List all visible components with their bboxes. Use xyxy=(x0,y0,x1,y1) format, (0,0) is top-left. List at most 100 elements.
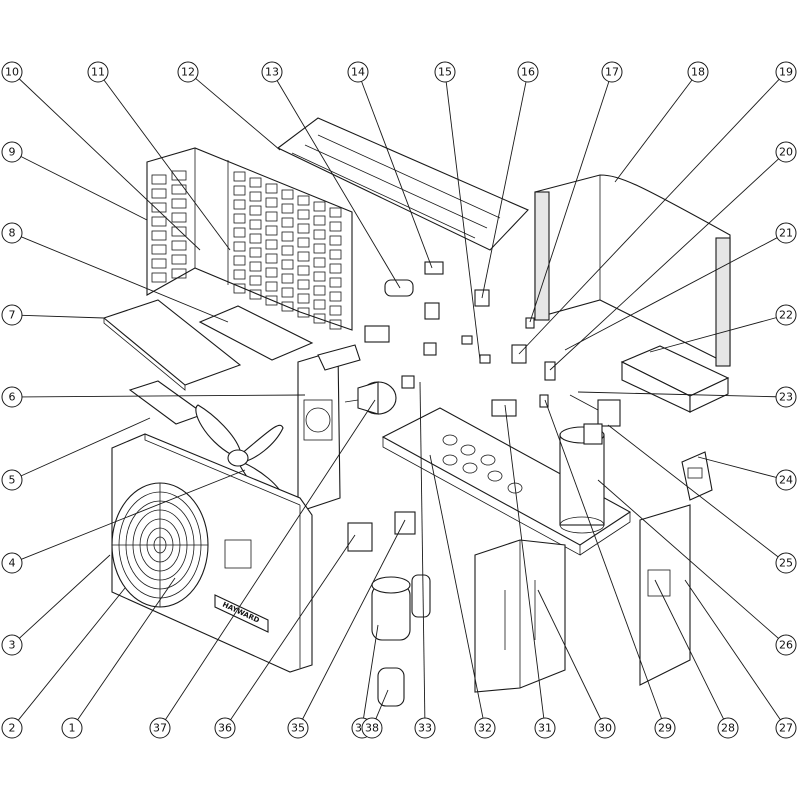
callout-28: 28 xyxy=(717,717,739,739)
callout-circle xyxy=(687,61,709,83)
leader-line-27 xyxy=(684,579,781,720)
callout-16: 16 xyxy=(517,61,539,83)
leader-line-7 xyxy=(21,314,105,319)
callout-22: 22 xyxy=(775,304,797,326)
leader-line-35 xyxy=(302,519,406,720)
callout-number: 25 xyxy=(779,557,793,570)
callout-circle xyxy=(775,386,797,408)
leader-line-30 xyxy=(537,589,602,720)
callout-32: 32 xyxy=(474,717,496,739)
receiver-tank xyxy=(377,667,405,707)
electrical-box xyxy=(620,345,730,413)
callout-15: 15 xyxy=(434,61,456,83)
callout-circle xyxy=(775,304,797,326)
callout-25: 25 xyxy=(775,552,797,574)
callout-circle xyxy=(517,61,539,83)
callout-number: 27 xyxy=(779,722,793,735)
callout-number: 35 xyxy=(291,722,305,735)
callout-circle xyxy=(1,552,23,574)
leader-line-18 xyxy=(614,79,693,183)
callout-circle xyxy=(775,469,797,491)
leader-line-32 xyxy=(429,454,484,719)
fan-motor xyxy=(344,381,397,415)
callout-circle xyxy=(1,386,23,408)
callout-number: 22 xyxy=(779,309,793,322)
callout-13: 13 xyxy=(261,61,283,83)
callout-30: 30 xyxy=(594,717,616,739)
small-components xyxy=(364,261,556,417)
plate-8 xyxy=(198,305,314,361)
leader-line-33 xyxy=(419,381,426,719)
callout-8: 8 xyxy=(1,222,23,244)
callout-circle xyxy=(474,717,496,739)
callout-number: 19 xyxy=(779,66,793,79)
leader-line-25 xyxy=(607,424,779,558)
side-panel-left xyxy=(474,539,566,693)
leader-line-24 xyxy=(697,456,777,478)
callout-circle xyxy=(361,717,383,739)
leader-line-34 xyxy=(363,624,379,719)
leader-line-23 xyxy=(577,391,777,398)
callout-number: 36 xyxy=(218,722,232,735)
callout-number: 5 xyxy=(9,474,16,487)
callout-circle xyxy=(1,61,23,83)
filter-box-36 xyxy=(347,522,373,552)
leader-lines xyxy=(17,78,781,721)
leader-line-31 xyxy=(504,404,545,719)
callout-number: 18 xyxy=(691,66,705,79)
leader-line-16 xyxy=(481,81,527,299)
callout-number: 31 xyxy=(538,722,552,735)
leader-line-26 xyxy=(597,479,779,639)
leader-line-10 xyxy=(18,78,201,251)
callout-38: 38 xyxy=(361,717,383,739)
callout-18: 18 xyxy=(687,61,709,83)
callout-circle xyxy=(1,469,23,491)
callout-3: 3 xyxy=(1,634,23,656)
callout-circle xyxy=(149,717,171,739)
callout-number: 16 xyxy=(521,66,535,79)
callout-number: 26 xyxy=(779,639,793,652)
leader-line-5 xyxy=(20,417,151,477)
callout-circle xyxy=(1,634,23,656)
leader-line-14 xyxy=(361,81,433,269)
callout-number: 21 xyxy=(779,227,793,240)
callout-11: 11 xyxy=(87,61,109,83)
callout-10: 10 xyxy=(1,61,23,83)
callout-26: 26 xyxy=(775,634,797,656)
callout-circle xyxy=(775,61,797,83)
callout-5: 5 xyxy=(1,469,23,491)
callout-19: 19 xyxy=(775,61,797,83)
leader-line-13 xyxy=(276,80,401,289)
callout-number: 3 xyxy=(9,639,16,652)
callout-number: 33 xyxy=(418,722,432,735)
callout-number: 4 xyxy=(9,557,16,570)
callout-number: 15 xyxy=(438,66,452,79)
callout-circle xyxy=(601,61,623,83)
callout-36: 36 xyxy=(214,717,236,739)
leader-line-2 xyxy=(17,587,126,721)
callout-circle xyxy=(414,717,436,739)
callout-number: 30 xyxy=(598,722,612,735)
callout-number: 23 xyxy=(779,391,793,404)
callout-circle xyxy=(717,717,739,739)
leader-line-21 xyxy=(564,237,778,351)
callout-circle xyxy=(775,222,797,244)
callout-circle xyxy=(434,61,456,83)
callout-circle xyxy=(654,717,676,739)
leader-line-11 xyxy=(103,79,231,251)
rear-grille-panel xyxy=(146,147,353,331)
callout-circle xyxy=(347,61,369,83)
callout-number: 20 xyxy=(779,146,793,159)
base-plate-7 xyxy=(102,299,242,391)
callout-number: 24 xyxy=(779,474,793,487)
leader-line-36 xyxy=(230,534,356,720)
callout-number: 1 xyxy=(69,722,76,735)
leader-line-37 xyxy=(165,399,376,720)
callout-circle xyxy=(214,717,236,739)
callout-number: 12 xyxy=(181,66,195,79)
callout-circle xyxy=(775,552,797,574)
callout-33: 33 xyxy=(414,717,436,739)
callout-circle xyxy=(177,61,199,83)
